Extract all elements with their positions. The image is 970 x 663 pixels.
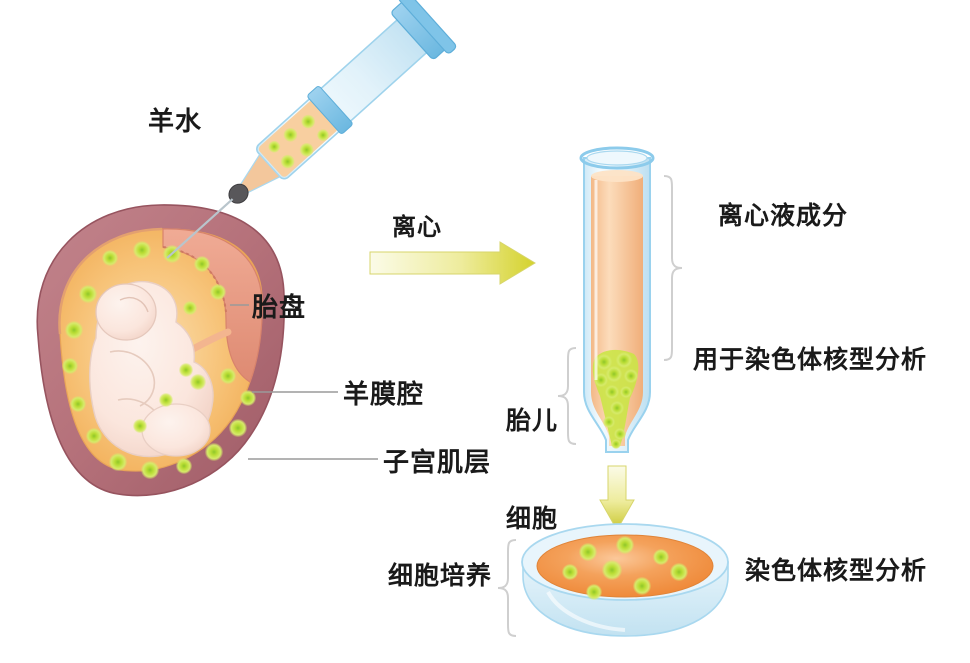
petri-dish <box>521 523 729 637</box>
fetal-cells-in-fluid <box>62 241 256 479</box>
centrifuge-tube <box>579 146 655 453</box>
syringe <box>166 0 457 259</box>
label-cell-culture: 细胞培养 <box>388 561 493 590</box>
fetus-head <box>95 283 157 341</box>
leader-lines <box>230 304 378 460</box>
bracket-cell-culture <box>497 539 517 637</box>
label-karyotype-analysis: 染色体核型分析 <box>745 556 928 585</box>
decidua-edge <box>58 227 163 335</box>
dish-highlight <box>546 590 626 632</box>
tube-meniscus <box>591 170 643 182</box>
label-fetal-cells-line1: 胎儿 <box>506 406 559 435</box>
label-fetal-cells: 胎儿 细胞 <box>506 340 558 600</box>
centrifuge-arrow <box>369 241 536 285</box>
culture-arrow <box>599 465 635 532</box>
uterus-cross-section <box>36 204 285 497</box>
fetus-face <box>119 296 149 313</box>
tube-cell-pellet <box>592 349 639 449</box>
syringe-fluid <box>258 100 338 177</box>
label-amniotic-cavity: 羊膜腔 <box>343 380 425 410</box>
tube-mouth <box>586 150 648 166</box>
label-centrifuge: 离心 <box>392 213 442 241</box>
label-placenta: 胎盘 <box>252 293 307 323</box>
tube-rim <box>579 146 655 170</box>
label-myometrium: 子宫肌层 <box>383 448 492 478</box>
label-supernatant: 离心液成分 <box>718 201 849 230</box>
brackets <box>497 175 683 637</box>
syringe-collar <box>307 86 353 134</box>
bracket-fetal-cells <box>557 347 577 445</box>
syringe-flange <box>398 0 457 54</box>
syringe-needle <box>166 198 234 259</box>
fetus-lower-body <box>141 403 211 457</box>
placenta-body <box>162 228 263 383</box>
fetus-arm <box>109 350 156 407</box>
label-amniotic-fluid: 羊水 <box>148 107 203 137</box>
syringe-cells <box>268 114 330 169</box>
label-fetal-cells-line2: 细胞 <box>506 503 559 533</box>
dish-cells <box>562 536 688 600</box>
bracket-supernatant <box>663 175 683 361</box>
label-karyotype-use: 用于染色体核型分析 <box>693 345 928 374</box>
